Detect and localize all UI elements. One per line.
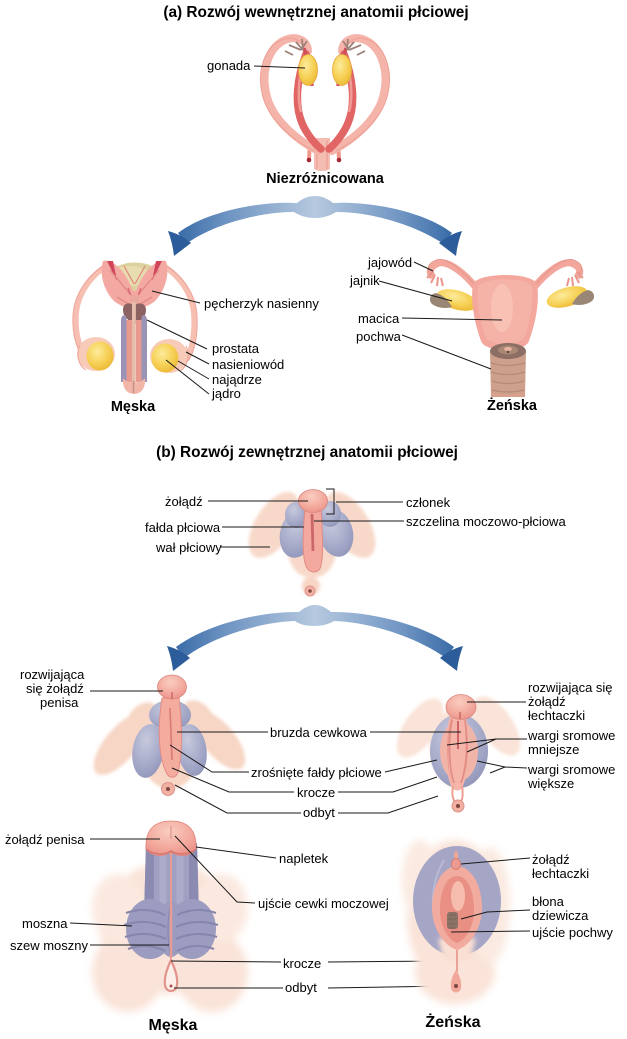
svg-text:(a) Rozwój wewnętrznej anatomi: (a) Rozwój wewnętrznej anatomii płciowej (163, 4, 468, 21)
svg-text:penisa: penisa (40, 695, 79, 710)
svg-text:żołądź: żołądź (165, 494, 203, 509)
svg-text:błona: błona (532, 894, 565, 909)
svg-text:bruzda cewkowa: bruzda cewkowa (270, 725, 368, 740)
svg-text:krocze: krocze (283, 956, 321, 971)
svg-text:nasieniowód: nasieniowód (212, 357, 284, 372)
svg-text:macica: macica (358, 311, 400, 326)
svg-text:wargi sromowe: wargi sromowe (527, 728, 615, 743)
svg-text:wargi sromowe: wargi sromowe (527, 762, 615, 777)
svg-text:szczelina moczowo-płciowa: szczelina moczowo-płciowa (406, 514, 566, 529)
svg-text:prostata: prostata (212, 341, 260, 356)
svg-text:członek: członek (406, 495, 451, 510)
svg-text:łechtaczki: łechtaczki (532, 866, 589, 881)
svg-text:jajnik: jajnik (349, 273, 380, 288)
svg-text:Męska: Męska (111, 399, 156, 415)
svg-text:większe: większe (527, 776, 574, 791)
svg-text:wał płciowy: wał płciowy (155, 540, 222, 555)
svg-text:zrośnięte fałdy płciowe: zrośnięte fałdy płciowe (251, 765, 382, 780)
svg-text:(b) Rozwój zewnętrznej anatomi: (b) Rozwój zewnętrznej anatomii płciowej (156, 444, 458, 461)
svg-text:Męska: Męska (149, 1017, 198, 1034)
svg-text:dziewicza: dziewicza (532, 908, 589, 923)
svg-text:odbyt: odbyt (303, 805, 335, 820)
svg-text:ujście cewki moczowej: ujście cewki moczowej (258, 896, 389, 911)
svg-text:pęcherzyk nasienny: pęcherzyk nasienny (204, 296, 319, 311)
svg-text:Niezróżnicowana: Niezróżnicowana (266, 171, 385, 187)
svg-text:żołądź penisa: żołądź penisa (5, 832, 85, 847)
svg-text:szew moszny: szew moszny (10, 938, 89, 953)
svg-text:łechtaczki: łechtaczki (528, 708, 585, 723)
svg-text:napletek: napletek (279, 851, 329, 866)
svg-text:ujście pochwy: ujście pochwy (532, 925, 613, 940)
svg-text:żołądź: żołądź (528, 694, 566, 709)
svg-text:jądro: jądro (211, 386, 241, 401)
svg-text:gonada: gonada (207, 58, 251, 73)
svg-text:fałda płciowa: fałda płciowa (145, 520, 221, 535)
svg-text:rozwijająca: rozwijająca (20, 667, 85, 682)
svg-text:się żołądź: się żołądź (26, 681, 84, 696)
svg-text:rozwijająca się: rozwijająca się (528, 680, 613, 695)
svg-text:pochwa: pochwa (356, 329, 402, 344)
svg-text:żołądź: żołądź (532, 852, 570, 867)
svg-text:krocze: krocze (297, 785, 335, 800)
svg-text:mniejsze: mniejsze (528, 742, 579, 757)
svg-text:Żeńska: Żeńska (425, 1013, 480, 1031)
svg-text:odbyt: odbyt (285, 980, 317, 995)
svg-text:jajowód: jajowód (367, 255, 412, 270)
svg-text:moszna: moszna (22, 916, 68, 931)
svg-text:najądrze: najądrze (212, 372, 262, 387)
svg-text:Żeńska: Żeńska (487, 397, 538, 414)
